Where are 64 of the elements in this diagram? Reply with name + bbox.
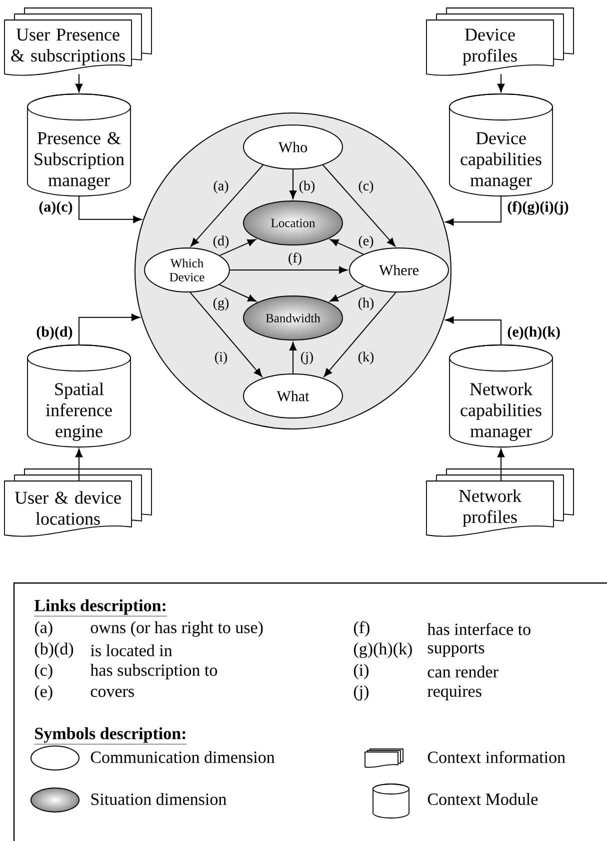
link-code: (b)(d) [34,642,74,658]
arrow [190,292,262,378]
arrow [324,292,396,378]
arrow [75,74,83,92]
document-stack: Device profiles [426,8,574,76]
arrow [289,169,297,200]
link-code: (c) [34,664,52,680]
edge-label: (d) [212,234,230,250]
link-code: (g)(h)(k) [354,642,412,658]
link-description: can render [428,666,498,678]
edge-label: (h) [356,296,376,312]
edge-label: (a) [212,180,230,194]
legend-text: Situation dimension [91,793,226,805]
edge-label: (e)(h)(k) [506,325,562,341]
arrow [78,314,140,346]
edge-label: (b) [298,180,316,194]
legend-text: Context information [428,750,566,764]
link-code: (j) [354,685,368,701]
edge-label: (i) [213,350,229,366]
section-heading: Symbols description: [34,727,187,744]
link-description: requires [428,685,482,700]
link-description: has subscription to [90,664,218,680]
edge-label: (b)(d) [35,325,74,341]
link-description: is located in [90,644,172,656]
edge-label: (c) [357,180,375,194]
arrow [190,164,264,247]
database-cylinder: Network capabilities manager [449,344,553,448]
link-code: (a) [34,621,52,637]
link-code: (e) [34,685,52,701]
edge-label: (f) [287,252,303,266]
arrow [78,196,142,223]
link-code: (f) [354,621,370,637]
link-description: supports [428,644,484,657]
database-cylinder: Device capabilities manager [449,94,553,196]
arrow [330,285,364,302]
arrow [445,316,502,346]
edge-label: (g) [212,296,230,312]
link-code: (i) [354,664,368,680]
edge-label: (f)(g)(i)(j) [506,200,570,216]
arrow [330,239,364,255]
edge-label: (a)(c) [38,200,74,216]
edge-label: (k) [356,350,376,366]
edge-label: (e) [357,234,375,250]
document-stack: User Presence & subscriptions [4,8,152,76]
legend-text: Communication dimension [90,751,275,763]
link-description: owns (or has right to use) [90,621,263,637]
database-cylinder: Presence & Subscription manager [27,94,131,196]
arrow [497,74,505,92]
arrow [229,266,348,274]
arrow [497,448,505,482]
link-description: has interface to [427,622,530,636]
arrow [322,164,396,247]
arrow [218,284,256,302]
arrow [75,448,83,482]
document-stack: Network profiles [426,468,574,537]
section-heading: Links description: [34,599,168,616]
link-description: covers [90,688,134,697]
arrow [445,196,502,226]
arrow [219,239,256,256]
arrow [289,342,297,374]
edge-label: (j) [299,350,315,366]
document-stack: User & device locations [4,468,152,537]
database-cylinder: Spatial inference engine [27,344,131,448]
legend-text: Context Module [428,793,538,805]
